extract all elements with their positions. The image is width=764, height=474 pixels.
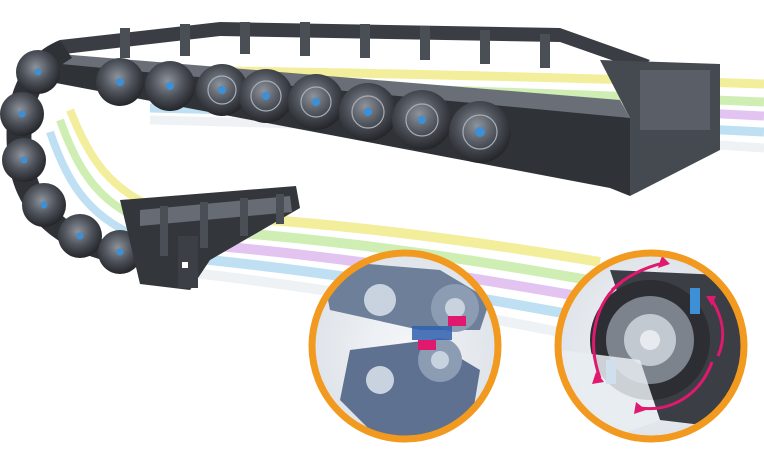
chain-bend [0, 40, 142, 274]
chain-lower-run [120, 186, 300, 290]
callout-link-snap-detail [308, 249, 502, 443]
chain-upper-run [40, 22, 720, 196]
callout-rotation-detail [554, 249, 748, 443]
